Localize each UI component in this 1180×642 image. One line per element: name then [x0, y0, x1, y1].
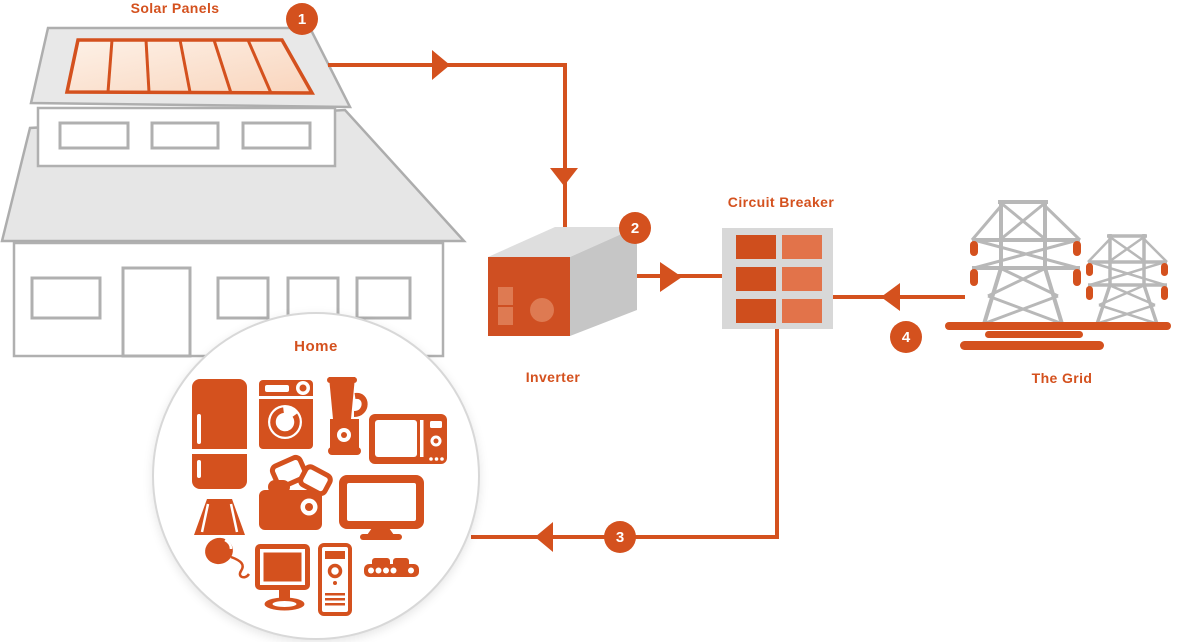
inverter-side-face [570, 227, 637, 336]
desktop-monitor-icon [255, 544, 310, 611]
clerestory-window [241, 121, 312, 150]
home-label: Home [294, 338, 338, 355]
step-badge-2: 2 [619, 212, 651, 244]
house-window [216, 276, 270, 320]
toaster-icon [259, 454, 333, 530]
tv-icon [339, 475, 424, 540]
microwave-icon [369, 414, 447, 464]
arrowhead-left-3 [535, 522, 553, 552]
blender-icon [327, 377, 368, 455]
power-strip-icon [364, 558, 419, 577]
house-window [30, 276, 102, 320]
step-badge-3: 3 [604, 521, 636, 553]
inverter-box [488, 227, 637, 336]
grid-label: The Grid [1031, 370, 1093, 386]
arrowhead-right-1 [432, 50, 450, 80]
circuit-breaker-panel [722, 228, 833, 329]
home-appliances-circle: Home [152, 312, 480, 640]
inverter-vent [498, 287, 513, 305]
grid-ground-lines [945, 322, 1171, 350]
arrowhead-down-1 [550, 168, 578, 186]
inverter-dial [530, 298, 554, 322]
transmission-tower-large [970, 200, 1082, 326]
solar-panels-label: Solar Panels [130, 0, 220, 16]
computer-mouse-icon [205, 537, 251, 579]
computer-tower-icon [318, 543, 352, 616]
inverter-top-face [488, 227, 637, 257]
tower-insulators [970, 241, 1168, 300]
lamp-icon [194, 499, 245, 535]
arrow-line-breaker-to-home [471, 329, 779, 539]
transmission-tower-small [1087, 234, 1168, 326]
step-badge-1: 1 [286, 3, 318, 35]
inverter-vent [498, 307, 513, 325]
step-badge-4: 4 [890, 321, 922, 353]
arrowhead-right-2 [660, 262, 682, 292]
clerestory-window [150, 121, 220, 150]
house-clerestory [36, 106, 337, 168]
appliance-icons [192, 377, 447, 616]
solar-panel-array [64, 38, 316, 95]
grid-towers [945, 200, 1171, 350]
arrow-line-solar-to-inverter [328, 63, 567, 245]
clerestory-window [58, 121, 130, 150]
inverter-label: Inverter [525, 369, 581, 385]
house-window [355, 276, 412, 320]
house-door [121, 266, 192, 358]
refrigerator-icon [192, 379, 247, 489]
circuit-breaker-label: Circuit Breaker [727, 194, 835, 210]
breaker-switches [736, 235, 822, 323]
house-illustration [0, 26, 467, 358]
washing-machine-icon [259, 380, 313, 449]
arrowhead-left-4 [881, 283, 900, 311]
